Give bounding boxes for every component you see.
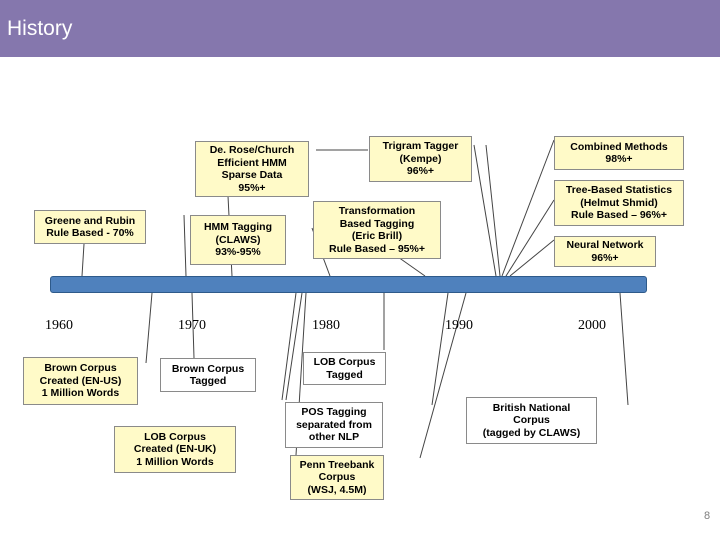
timeline-bar — [50, 276, 647, 293]
box-line: 96%+ — [406, 165, 435, 178]
connector-greene — [81, 243, 85, 277]
box-line: Combined Methods — [570, 140, 668, 153]
hmm-tagging-box: HMM Tagging (CLAWS) 93%-95% — [190, 215, 286, 265]
connector-pos-separated — [431, 292, 449, 406]
box-line: Trigram Tagger — [382, 140, 459, 153]
box-line: (Kempe) — [399, 152, 442, 165]
box-line: Brown Corpus — [171, 362, 245, 375]
box-line: Created (EN-UK) — [133, 443, 217, 456]
box-line: Neural Network — [566, 239, 644, 251]
box-line: Tagged — [326, 368, 363, 381]
box-line: HMM Tagging — [203, 221, 273, 234]
year-label: 2000 — [578, 318, 606, 333]
box-line: Created (EN-US) — [39, 374, 122, 387]
box-line: LOB Corpus — [144, 430, 206, 443]
box-line: POS Tagging — [301, 406, 367, 419]
greene-rubin-box: Greene and Rubin Rule Based - 70% — [34, 210, 146, 244]
connector-neural — [509, 239, 555, 277]
box-line: 98%+ — [605, 153, 633, 165]
year-label: 1970 — [178, 318, 206, 333]
lob-corpus-created-box: LOB Corpus Created (EN-UK) 1 Million Wor… — [114, 426, 236, 473]
connector-penn-2 — [419, 292, 467, 459]
box-line: 95%+ — [238, 181, 266, 194]
lob-corpus-tagged-box: LOB Corpus Tagged — [303, 352, 386, 385]
box-line: Rule Based – 96%+ — [570, 209, 667, 222]
box-line: De. Rose/Church — [209, 144, 295, 156]
box-line: (Helmut Shmid) — [580, 196, 658, 209]
box-line: 93%-95% — [215, 246, 261, 259]
tree-statistics-box: Tree-Based Statistics (Helmut Shmid) Rul… — [554, 180, 684, 226]
box-line: separated from — [296, 418, 372, 431]
box-line: Greene and Rubin — [44, 214, 136, 227]
connector-trigram-2 — [485, 144, 501, 277]
box-line: LOB Corpus — [313, 356, 376, 368]
connector-tree — [505, 199, 555, 277]
derose-church-box: De. Rose/Church Efficient HMM Sparse Dat… — [195, 141, 309, 197]
slide-title: History — [7, 17, 73, 40]
brown-corpus-tagged-box: Brown Corpus Tagged — [160, 358, 256, 392]
header-bar: History — [0, 0, 720, 57]
connector-hmm — [183, 214, 187, 277]
box-line: (Eric Brill) — [351, 230, 403, 242]
connector-lob-created-2 — [281, 292, 297, 401]
box-line: 1 Million Words — [136, 455, 214, 468]
box-line: British National — [492, 401, 571, 414]
pos-tagging-separated-box: POS Tagging separated from other NLP — [285, 402, 383, 448]
box-line: Based Tagging — [339, 217, 415, 230]
connector-combined — [501, 139, 555, 277]
year-label: 1960 — [45, 318, 73, 333]
box-line: Penn Treebank — [299, 458, 375, 471]
brown-corpus-created-box: Brown Corpus Created (EN-US) 1 Million W… — [23, 357, 138, 405]
connector-trigram — [473, 144, 497, 277]
page-number: 8 — [704, 510, 711, 522]
box-line: (WSJ, 4.5M) — [307, 483, 367, 496]
combined-methods-box: Combined Methods 98%+ — [554, 136, 684, 170]
box-line: Rule Based - 70% — [46, 227, 134, 239]
box-line: (CLAWS) — [215, 233, 261, 246]
box-line: Efficient HMM — [217, 156, 287, 169]
box-line: Brown Corpus — [44, 362, 117, 375]
connector-brown-tagged — [191, 292, 195, 359]
box-line: Tree-Based Statistics — [565, 184, 673, 197]
penn-treebank-box: Penn Treebank Corpus (WSJ, 4.5M) — [290, 455, 384, 500]
year-label: 1980 — [312, 318, 340, 333]
connector-bnc — [619, 292, 629, 406]
neural-network-box: Neural Network 96%+ — [554, 236, 656, 267]
box-line: Transformation — [338, 205, 416, 217]
trigram-tagger-box: Trigram Tagger (Kempe) 96%+ — [369, 136, 472, 182]
british-national-corpus-box: British National Corpus (tagged by CLAWS… — [466, 397, 597, 444]
connector-brown-created — [145, 292, 153, 364]
connector-lob-created — [285, 292, 303, 401]
box-line: 1 Million Words — [41, 387, 120, 400]
year-label: 1990 — [445, 318, 473, 333]
box-line: (tagged by CLAWS) — [482, 426, 581, 439]
box-line: Sparse Data — [221, 169, 283, 181]
box-line: 96%+ — [591, 251, 619, 264]
connector-transformation-2 — [397, 256, 426, 277]
box-line: Corpus — [513, 414, 550, 427]
transformation-tagging-box: Transformation Based Tagging (Eric Brill… — [313, 201, 441, 259]
box-line: Corpus — [318, 471, 356, 484]
box-line: other NLP — [308, 431, 360, 444]
box-line: Tagged — [189, 375, 227, 387]
box-line: Rule Based – 95%+ — [328, 242, 425, 255]
